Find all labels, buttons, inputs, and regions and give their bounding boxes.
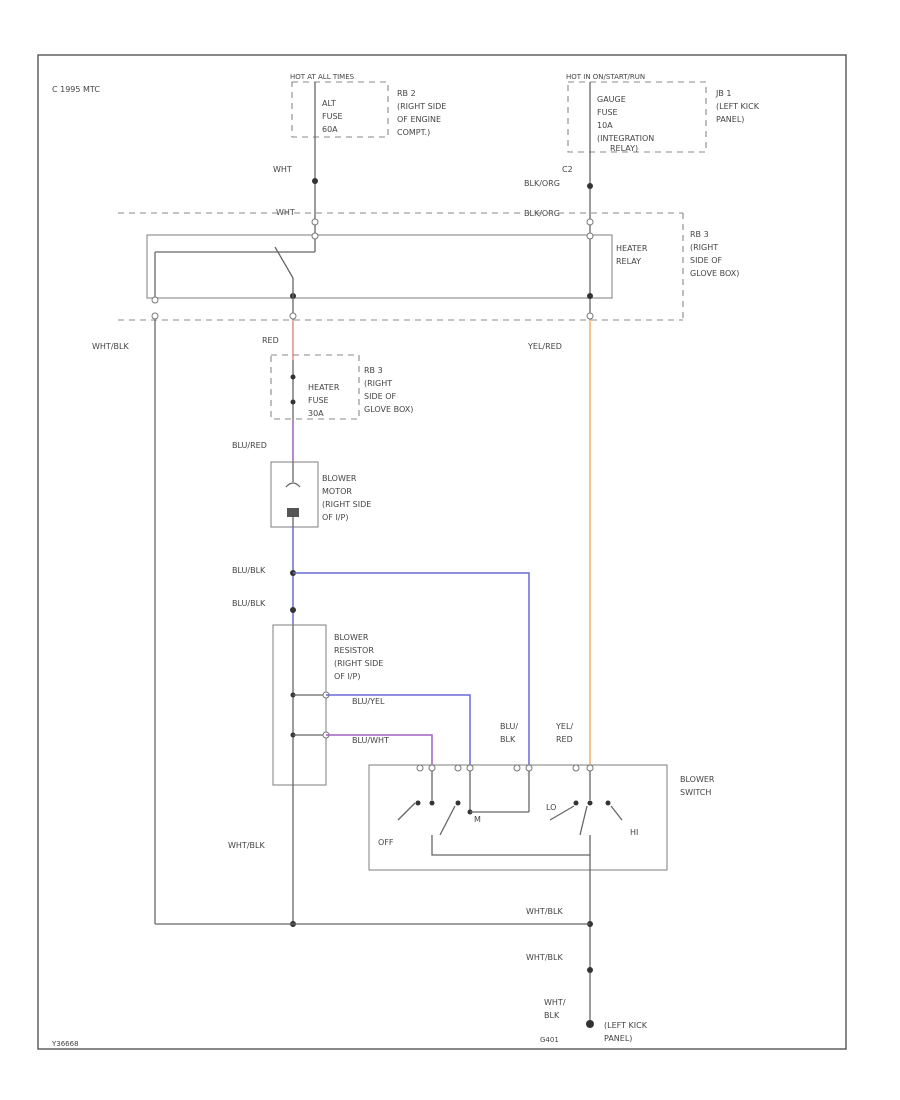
blower-motor-l3: (RIGHT SIDE xyxy=(322,500,371,509)
alt-fuse-amps: 60A xyxy=(322,125,338,134)
ground-loc2: PANEL) xyxy=(604,1034,632,1043)
wire-label-blk-org-1: BLK/ORG xyxy=(524,179,560,188)
wire-label-yel-red: YEL/RED xyxy=(527,342,562,351)
blower-switch-l2: SWITCH xyxy=(680,788,711,797)
blower-motor-icon xyxy=(287,508,299,517)
heater-relay-loc2: (RIGHT xyxy=(690,243,718,252)
blower-resistor-l1: BLOWER xyxy=(334,633,369,642)
fuse-block-2-header: HOT IN ON/START/RUN xyxy=(566,73,645,81)
heater-fuse-label1: HEATER xyxy=(308,383,340,392)
blower-switch-l1: BLOWER xyxy=(680,775,715,784)
wire-label-yel-red-2b: RED xyxy=(556,735,573,744)
alt-fuse-loc2: (RIGHT SIDE xyxy=(397,102,446,111)
alt-fuse-loc4: COMPT.) xyxy=(397,128,430,137)
gauge-relay-1: (INTEGRATION xyxy=(597,134,654,143)
wire-label-wht-blk-mid: WHT/BLK xyxy=(228,841,265,850)
blower-resistor-l2: RESISTOR xyxy=(334,646,374,655)
wht-connector-dot xyxy=(312,178,318,184)
gauge-fuse-loc1: JB 1 xyxy=(715,89,731,98)
blu-blk-branch xyxy=(293,572,530,765)
ground-label: G401 xyxy=(540,1036,559,1044)
blower-resistor-l3: (RIGHT SIDE xyxy=(334,659,383,668)
heater-fuse-label3: 30A xyxy=(308,409,324,418)
alt-fuse-fuse: FUSE xyxy=(322,112,343,121)
gauge-fuse-block: HOT IN ON/START/RUN GAUGE FUSE 10A (INTE… xyxy=(566,73,760,153)
blower-resistor-l4: OF I/P) xyxy=(334,672,360,681)
gauge-fuse-loc3: PANEL) xyxy=(716,115,744,124)
heater-relay: HEATER RELAY RB 3 (RIGHT SIDE OF GLOVE B… xyxy=(118,212,739,321)
wire-label-blu-blk-2: BLU/BLK xyxy=(232,599,266,608)
wire-label-wht-blk-left: WHT/BLK xyxy=(92,342,129,351)
blower-switch-lo: LO xyxy=(546,803,556,812)
blower-motor: BLOWER MOTOR (RIGHT SIDE OF I/P) xyxy=(270,461,371,528)
copyright-text: C 1995 MTC xyxy=(52,85,100,94)
gauge-fuse-loc2: (LEFT KICK xyxy=(716,102,760,111)
fuse-block-1-header: HOT AT ALL TIMES xyxy=(290,73,355,81)
wire-label-blu-blk-3b: BLK xyxy=(500,735,516,744)
heater-fuse-loc4: GLOVE BOX) xyxy=(364,405,413,414)
wire-label-wht-blk-bottom: WHT/ xyxy=(544,998,566,1007)
wire-label-c2: C2 xyxy=(562,165,573,174)
alt-fuse-label: ALT xyxy=(322,99,336,108)
wire-label-blu-yel: BLU/YEL xyxy=(352,697,385,706)
wire-label-wht-blk-bottom2: BLK xyxy=(544,1011,560,1020)
heater-fuse-loc1: RB 3 xyxy=(364,366,383,375)
wire-label-blu-blk-3: BLU/ xyxy=(500,722,518,731)
heater-fuse-loc2: (RIGHT xyxy=(364,379,392,388)
alt-fuse-loc1: RB 2 xyxy=(397,89,416,98)
wire-label-yel-red-2: YEL/ xyxy=(555,722,573,731)
c2-connector-dot xyxy=(587,183,593,189)
ground-g401: G401 (LEFT KICK PANEL) xyxy=(540,1020,648,1044)
heater-fuse: HEATER FUSE 30A RB 3 (RIGHT SIDE OF GLOV… xyxy=(270,354,413,420)
wire-label-blu-red: BLU/RED xyxy=(232,441,267,450)
blower-motor-l1: BLOWER xyxy=(322,474,357,483)
wire-label-blu-wht: BLU/WHT xyxy=(352,736,389,745)
blower-resistor: BLOWER RESISTOR (RIGHT SIDE OF I/P) xyxy=(272,624,383,786)
blower-switch-m: M xyxy=(474,815,481,824)
blu-yel-wire xyxy=(326,694,471,765)
heater-fuse-label2: FUSE xyxy=(308,396,329,405)
blower-motor-l4: OF I/P) xyxy=(322,513,348,522)
alt-fuse-loc3: OF ENGINE xyxy=(397,115,441,124)
wire-label-red: RED xyxy=(262,336,279,345)
wire-label-wht-top: WHT xyxy=(273,165,292,174)
heater-relay-loc4: GLOVE BOX) xyxy=(690,269,739,278)
blower-motor-l2: MOTOR xyxy=(322,487,352,496)
blu-wht-wire xyxy=(326,734,433,765)
blower-switch-hi: HI xyxy=(630,828,638,837)
heater-relay-name1: HEATER xyxy=(616,244,648,253)
ground-icon xyxy=(586,1020,594,1028)
wire-label-wht-blk-r1: WHT/BLK xyxy=(526,907,563,916)
blower-switch: BLOWER SWITCH OFF HI M LO xyxy=(368,764,715,871)
heater-relay-loc3: SIDE OF xyxy=(690,256,722,265)
alt-fuse-block: HOT AT ALL TIMES ALT FUSE 60A RB 2 (RIGH… xyxy=(290,73,446,138)
figure-id: Y36668 xyxy=(51,1040,79,1048)
gauge-fuse-amps: 10A xyxy=(597,121,613,130)
blower-switch-off: OFF xyxy=(378,838,394,847)
gauge-fuse-label: GAUGE xyxy=(597,95,626,104)
heater-fuse-loc3: SIDE OF xyxy=(364,392,396,401)
diagram-frame xyxy=(37,54,847,1050)
heater-relay-name2: RELAY xyxy=(616,257,641,266)
wire-label-wht-blk-r2: WHT/BLK xyxy=(526,953,563,962)
gauge-relay-2: RELAY) xyxy=(610,144,638,153)
ground-loc1: (LEFT KICK xyxy=(604,1021,648,1030)
wire-label-blu-blk-1: BLU/BLK xyxy=(232,566,266,575)
gauge-fuse-fuse: FUSE xyxy=(597,108,618,117)
heater-relay-loc1: RB 3 xyxy=(690,230,709,239)
